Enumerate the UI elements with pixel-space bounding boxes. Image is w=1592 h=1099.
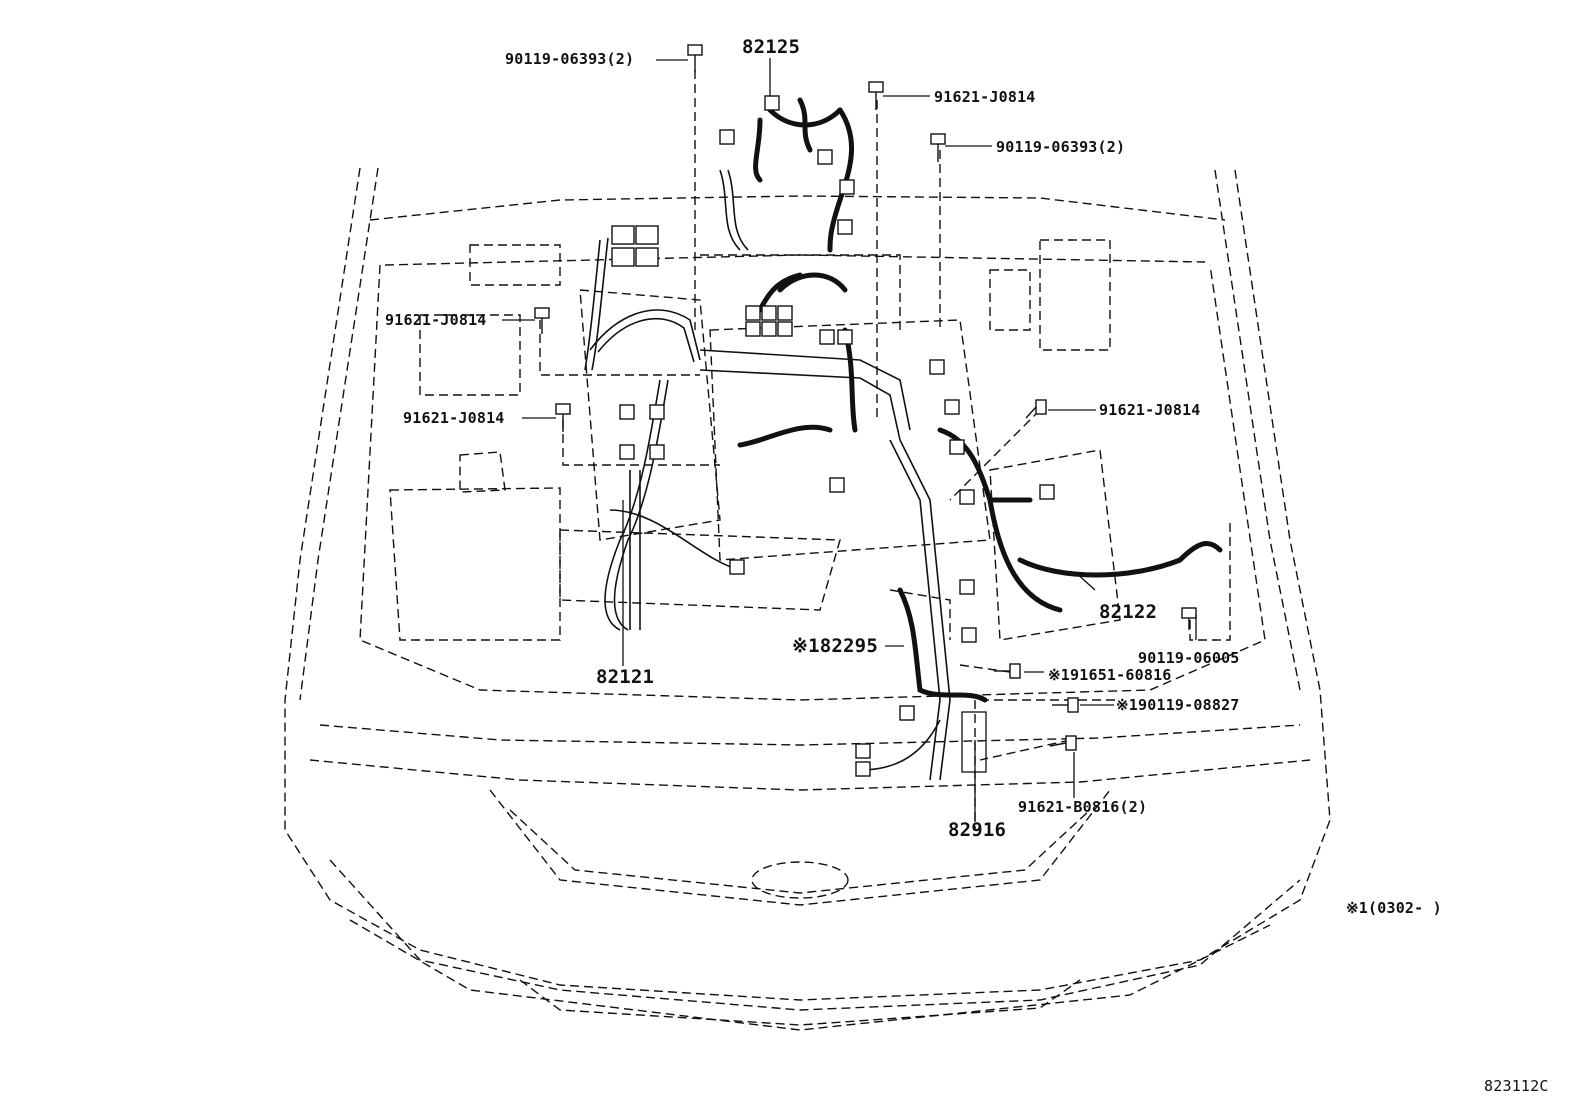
footnote-date-range: ※1(0302- ) bbox=[1346, 899, 1442, 917]
bolt-icon bbox=[868, 81, 884, 110]
callout-bolt-90119-06393-right: 90119-06393(2) bbox=[996, 138, 1126, 156]
callout-bolt-91621-j0814-left-lower: 91621-J0814 bbox=[403, 409, 505, 427]
connector-blocks bbox=[611, 95, 1055, 777]
callout-bolt-90119-06005: 90119-06005 bbox=[1138, 649, 1240, 667]
body-outline bbox=[284, 70, 1331, 1031]
bolt-icon bbox=[1025, 399, 1047, 419]
callout-bolt-91621-b0816: 91621-B0816(2) bbox=[1018, 798, 1148, 816]
callout-part-82125: 82125 bbox=[742, 36, 801, 58]
harness-thin-lines bbox=[584, 169, 951, 781]
harness-thick-lines bbox=[737, 97, 1223, 703]
bolt-icon bbox=[687, 44, 703, 72]
callout-bolt-90119-06393-left: 90119-06393(2) bbox=[505, 50, 635, 68]
callout-part-82295: ※182295 bbox=[792, 635, 878, 657]
callout-part-82121: 82121 bbox=[596, 666, 655, 688]
bolt-icons bbox=[534, 44, 1197, 751]
callout-bolt-91621-j0814-right: 91621-J0814 bbox=[1099, 401, 1201, 419]
callout-bolt-91621-j0814-left-upper: 91621-J0814 bbox=[385, 311, 487, 329]
callout-bolt-90119-08827: ※190119-08827 bbox=[1116, 696, 1240, 714]
callout-part-82122: 82122 bbox=[1099, 601, 1158, 623]
callout-bolt-91621-j0814-top: 91621-J0814 bbox=[934, 88, 1036, 106]
callout-part-82916: 82916 bbox=[948, 819, 1007, 841]
leader-lines bbox=[502, 58, 1197, 822]
bolt-icon bbox=[534, 307, 550, 334]
bolt-icon bbox=[1181, 607, 1197, 630]
figure-id: 823112C bbox=[1484, 1077, 1549, 1095]
bolt-icon bbox=[994, 663, 1021, 679]
callout-bolt-91651-60816: ※191651-60816 bbox=[1048, 666, 1172, 684]
bolt-icon bbox=[930, 133, 946, 162]
bolt-icon bbox=[1052, 697, 1079, 713]
bolt-icon bbox=[555, 403, 571, 432]
bolt-icon bbox=[1049, 735, 1077, 751]
